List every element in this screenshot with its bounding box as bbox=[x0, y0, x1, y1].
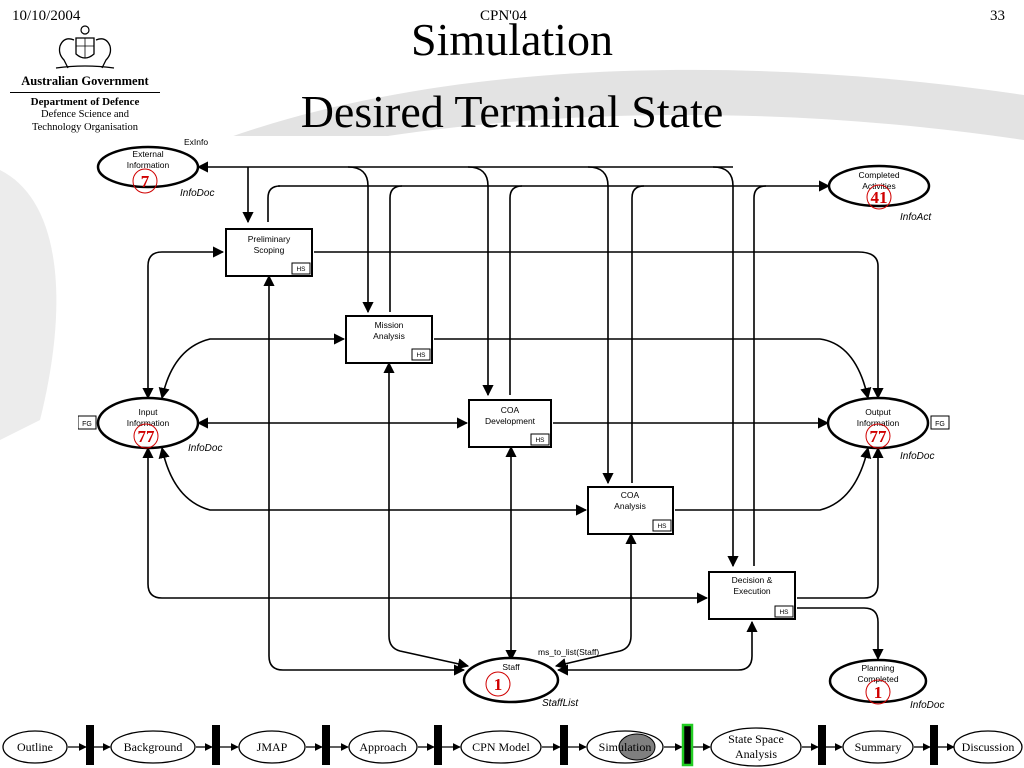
token-count: 1 bbox=[494, 675, 503, 694]
nav-item-summary[interactable]: Summary bbox=[842, 730, 914, 764]
svg-text:Information: Information bbox=[127, 418, 170, 428]
svg-text:Information: Information bbox=[857, 418, 900, 428]
svg-text:Completed: Completed bbox=[857, 674, 898, 684]
svg-text:JMAP: JMAP bbox=[257, 740, 288, 754]
svg-text:InfoDoc: InfoDoc bbox=[910, 700, 944, 711]
svg-text:Approach: Approach bbox=[359, 740, 406, 754]
svg-text:Mission: Mission bbox=[375, 320, 404, 330]
svg-text:HS: HS bbox=[657, 523, 667, 530]
place-input-information: Input Information 77 InfoDoc bbox=[96, 396, 222, 454]
svg-text:COA: COA bbox=[621, 490, 640, 500]
page-number: 33 bbox=[990, 8, 1005, 24]
token-count: 77 bbox=[870, 427, 888, 446]
svg-text:Outline: Outline bbox=[17, 740, 53, 754]
place-completed-activities: Completed Activities 41 InfoAct bbox=[827, 164, 932, 223]
svg-text:Background: Background bbox=[124, 740, 183, 754]
nav-item-background[interactable]: Background bbox=[110, 730, 196, 764]
svg-text:Completed: Completed bbox=[858, 170, 899, 180]
transition-coa-development: COA Development HS bbox=[468, 399, 552, 448]
token-count: 41 bbox=[871, 188, 888, 207]
svg-text:InfoDoc: InfoDoc bbox=[180, 188, 214, 199]
svg-text:Planning: Planning bbox=[861, 663, 894, 673]
transition-coa-analysis: COA Analysis HS bbox=[587, 486, 674, 535]
token-count: 77 bbox=[138, 427, 156, 446]
transition-decision-execution: Decision & Execution HS bbox=[708, 571, 796, 620]
svg-text:InfoDoc: InfoDoc bbox=[900, 451, 934, 462]
logo-department-text: Department of Defence bbox=[30, 96, 140, 108]
nav-item-outline[interactable]: Outline bbox=[2, 730, 68, 764]
svg-text:COA: COA bbox=[501, 405, 520, 415]
fusion-tag-output: FG bbox=[930, 415, 950, 430]
logo-org-line1: Defence Science and bbox=[40, 109, 130, 120]
svg-text:CPN Model: CPN Model bbox=[472, 740, 530, 754]
svg-text:Scoping: Scoping bbox=[254, 245, 285, 255]
svg-text:Preliminary: Preliminary bbox=[248, 234, 291, 244]
svg-text:Development: Development bbox=[485, 416, 536, 426]
nav-item-simulation[interactable]: Simulation bbox=[586, 730, 664, 764]
logo-org-line2: Technology Organisation bbox=[31, 122, 139, 133]
svg-text:FG: FG bbox=[935, 421, 945, 428]
svg-text:InfoAct: InfoAct bbox=[900, 212, 932, 223]
active-indicator bbox=[618, 733, 656, 761]
svg-text:Output: Output bbox=[865, 407, 891, 417]
svg-text:External: External bbox=[132, 149, 163, 159]
navigation-bar: Outline Background JMAP Approach CPN Mod… bbox=[2, 723, 1023, 767]
place-external-information: External Information 7 InfoDoc ExInfo bbox=[96, 137, 214, 199]
place-staff: Staff 1 StaffList ms_to_list(Staff) bbox=[462, 647, 599, 709]
svg-text:HS: HS bbox=[535, 437, 545, 444]
svg-text:Analysis: Analysis bbox=[735, 747, 777, 761]
svg-text:Discussion: Discussion bbox=[962, 740, 1015, 754]
transition-preliminary-scoping: Preliminary Scoping HS bbox=[225, 228, 313, 277]
svg-text:InfoDoc: InfoDoc bbox=[188, 443, 222, 454]
token-count: 7 bbox=[141, 172, 150, 191]
svg-text:ExInfo: ExInfo bbox=[184, 137, 208, 147]
svg-text:Analysis: Analysis bbox=[614, 501, 646, 511]
svg-text:Staff: Staff bbox=[502, 662, 520, 672]
svg-text:Execution: Execution bbox=[733, 586, 771, 596]
nav-item-jmap[interactable]: JMAP bbox=[238, 730, 306, 764]
slide-date: 10/10/2004 bbox=[12, 8, 81, 24]
logo-government-text: Australian Government bbox=[10, 74, 160, 93]
nav-item-approach[interactable]: Approach bbox=[348, 730, 418, 764]
nav-item-state-space-analysis[interactable]: State Space Analysis bbox=[710, 727, 802, 767]
coat-of-arms-icon bbox=[55, 25, 115, 69]
place-output-information: Output Information 77 InfoDoc bbox=[826, 396, 934, 462]
diagram-arcs bbox=[142, 161, 884, 676]
svg-text:FG: FG bbox=[82, 421, 92, 428]
svg-text:Information: Information bbox=[127, 160, 170, 170]
svg-text:Input: Input bbox=[139, 407, 159, 417]
svg-text:Activities: Activities bbox=[862, 181, 896, 191]
slide-title: Simulation bbox=[411, 14, 613, 65]
svg-text:HS: HS bbox=[296, 266, 306, 273]
current-position-marker bbox=[681, 723, 694, 767]
svg-text:HS: HS bbox=[416, 352, 426, 359]
nav-item-discussion[interactable]: Discussion bbox=[953, 730, 1023, 764]
svg-text:HS: HS bbox=[779, 609, 789, 616]
svg-text:StaffList: StaffList bbox=[542, 698, 579, 709]
token-count: 1 bbox=[874, 683, 883, 702]
transition-mission-analysis: Mission Analysis HS bbox=[345, 315, 433, 364]
slide-subtitle: Desired Terminal State bbox=[300, 86, 724, 137]
svg-text:ms_to_list(Staff): ms_to_list(Staff) bbox=[538, 647, 599, 657]
svg-text:Decision &: Decision & bbox=[732, 575, 773, 585]
svg-text:Summary: Summary bbox=[855, 740, 902, 754]
svg-text:Analysis: Analysis bbox=[373, 331, 405, 341]
svg-text:Simulation: Simulation bbox=[599, 740, 652, 754]
government-logo: Australian Government Department of Defe… bbox=[10, 24, 160, 134]
cpn-diagram: FG FG External Information 7 InfoDoc ExI… bbox=[78, 136, 958, 722]
place-planning-completed: Planning Completed 1 InfoDoc bbox=[828, 658, 944, 711]
fusion-tag-input: FG bbox=[78, 415, 97, 430]
conference-name: CPN'04 bbox=[480, 8, 527, 24]
nav-item-cpn-model[interactable]: CPN Model bbox=[460, 730, 542, 764]
svg-text:State Space: State Space bbox=[728, 732, 784, 746]
